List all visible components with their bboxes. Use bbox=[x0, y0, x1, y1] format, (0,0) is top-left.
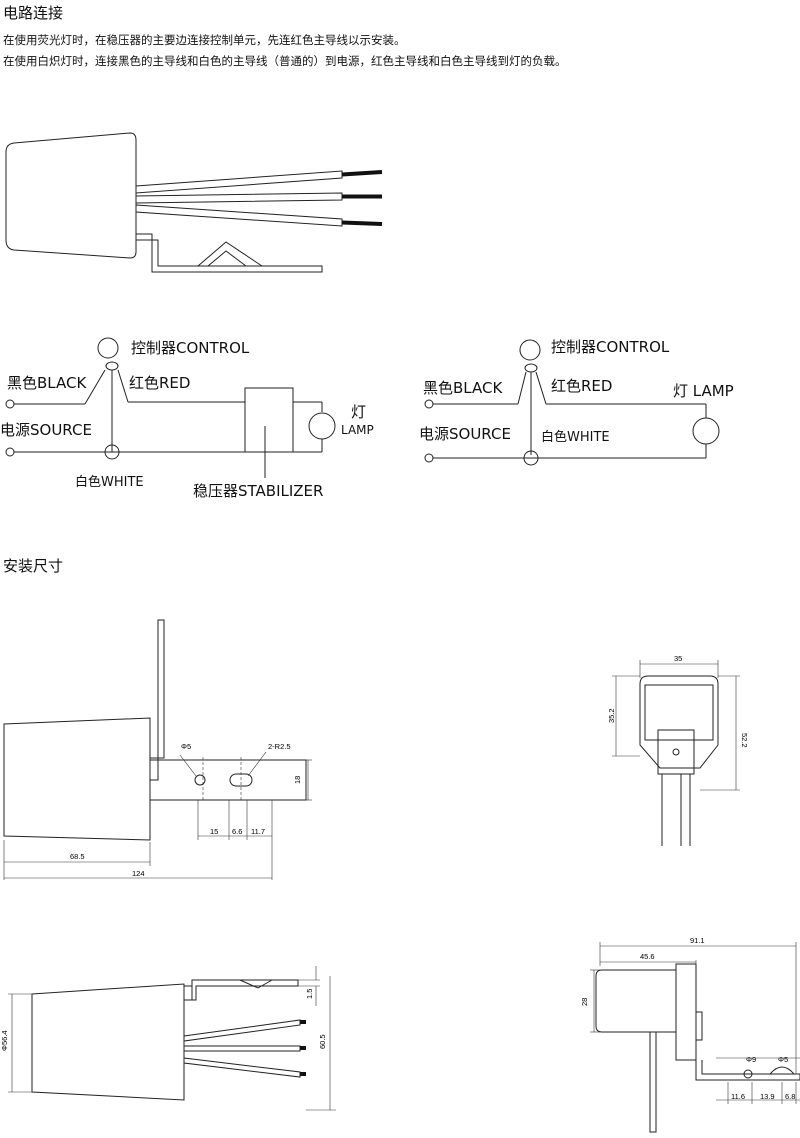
front-view-drawing bbox=[612, 660, 740, 846]
right-white-label: 白色WHITE bbox=[541, 430, 610, 445]
right-circuit-diagram bbox=[424, 339, 720, 466]
dim-15: 15 bbox=[210, 827, 218, 836]
dim-60-5: 60.5 bbox=[318, 1034, 327, 1049]
dim-6-8: 6.8 bbox=[785, 1092, 795, 1101]
dim-35: 35 bbox=[674, 654, 682, 663]
side-view-drawing bbox=[3, 619, 312, 880]
dim-phi56-4: Φ56.4 bbox=[0, 1030, 9, 1051]
dim-1-5: 1.5 bbox=[305, 989, 314, 999]
dim-phi9: Φ9 bbox=[746, 1055, 756, 1064]
left-circuit-diagram bbox=[5, 337, 336, 478]
dim-68-5: 68.5 bbox=[70, 852, 85, 861]
right-lamp-label: 灯 LAMP bbox=[673, 382, 734, 400]
dim-6-6: 6.6 bbox=[232, 827, 242, 836]
right-red-label: 红色RED bbox=[551, 377, 613, 395]
circuit-connection-heading: 电路连接 bbox=[3, 4, 64, 22]
dim-r25: 2-R2.5 bbox=[268, 742, 291, 751]
dim-13-9: 13.9 bbox=[760, 1092, 775, 1101]
right-source-label: 电源SOURCE bbox=[419, 425, 511, 443]
dim-91-1: 91.1 bbox=[690, 936, 705, 945]
dim-11-6: 11.6 bbox=[731, 1092, 745, 1101]
top-view-drawing bbox=[8, 966, 336, 1111]
right-control-label: 控制器CONTROL bbox=[551, 338, 670, 356]
left-lamp-en-label: LAMP bbox=[341, 423, 374, 437]
left-lamp-cn-label: 灯 bbox=[351, 403, 367, 421]
bracket-side-view-drawing bbox=[590, 942, 800, 1133]
dim-45-6: 45.6 bbox=[640, 952, 655, 961]
dim-18: 18 bbox=[293, 776, 302, 784]
left-white-label: 白色WHITE bbox=[75, 475, 144, 490]
left-red-label: 红色RED bbox=[129, 374, 191, 392]
dim-11-7: 11.7 bbox=[251, 827, 265, 836]
left-control-label: 控制器CONTROL bbox=[131, 339, 250, 357]
incandescent-instruction: 在使用白炽灯时，连接黑色的主导线和白色的主导线（普通的）到电源，红色主导线和白色… bbox=[3, 54, 567, 68]
left-source-label: 电源SOURCE bbox=[0, 421, 92, 439]
dim-28: 28 bbox=[580, 998, 589, 1006]
stabilizer-label: 稳压器STABILIZER bbox=[193, 482, 324, 500]
right-black-label: 黑色BLACK bbox=[423, 379, 503, 397]
dim-35-2: 35.2 bbox=[607, 708, 616, 723]
dim-phi5-bracket: Φ5 bbox=[778, 1055, 788, 1064]
sensor-wire-illustration bbox=[5, 132, 383, 273]
left-black-label: 黑色BLACK bbox=[7, 374, 87, 392]
dim-124: 124 bbox=[132, 869, 145, 878]
fluorescent-instruction: 在使用荧光灯时，在稳压器的主要边连接控制单元，先连红色主导线以示安装。 bbox=[3, 33, 406, 47]
installation-dimensions-heading: 安装尺寸 bbox=[3, 557, 64, 575]
dim-52-2: 52.2 bbox=[740, 733, 749, 748]
dim-phi5: Φ5 bbox=[181, 742, 191, 751]
